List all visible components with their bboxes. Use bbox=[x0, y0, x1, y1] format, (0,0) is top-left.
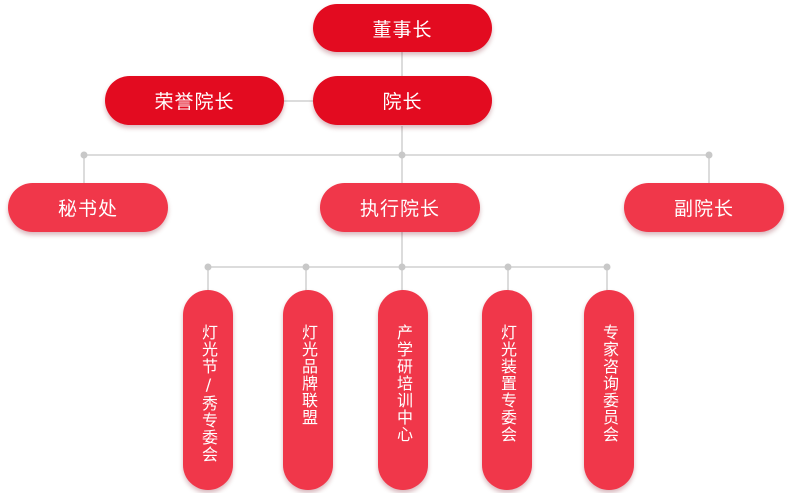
committee-node-lighting-festival: 灯光节/秀专委会 bbox=[183, 290, 233, 490]
president-label: 院长 bbox=[382, 91, 423, 113]
chairman-node: 董事长 bbox=[313, 4, 492, 52]
committee-node-expert-advisory: 专家咨询委员会 bbox=[584, 290, 634, 490]
committee-label: 灯光装置专委会 bbox=[498, 324, 517, 443]
chairman-label: 董事长 bbox=[372, 18, 433, 41]
president-node: 院长 bbox=[313, 76, 492, 125]
vice-president-node: 副院长 bbox=[624, 183, 784, 232]
committee-node-installation: 灯光装置专委会 bbox=[482, 290, 532, 490]
secretariat-node: 秘书处 bbox=[8, 183, 168, 232]
committee-node-brand-alliance: 灯光品牌联盟 bbox=[283, 290, 333, 490]
executive-president-node: 执行院长 bbox=[320, 183, 480, 232]
secretariat-label: 秘书处 bbox=[57, 198, 118, 220]
committee-label: 专家咨询委员会 bbox=[600, 324, 619, 443]
honorary-president-label: 荣誉院长 bbox=[154, 91, 235, 113]
committee-label: 灯光品牌联盟 bbox=[299, 324, 318, 426]
committee-label: 产学研培训中心 bbox=[394, 324, 413, 443]
committee-node-training-center: 产学研培训中心 bbox=[378, 290, 428, 490]
committee-label: 灯光节/秀专委会 bbox=[199, 324, 218, 463]
vice-president-label: 副院长 bbox=[673, 198, 734, 220]
executive-president-label: 执行院长 bbox=[359, 198, 440, 220]
honorary-president-node: 荣誉院长 bbox=[105, 76, 284, 125]
